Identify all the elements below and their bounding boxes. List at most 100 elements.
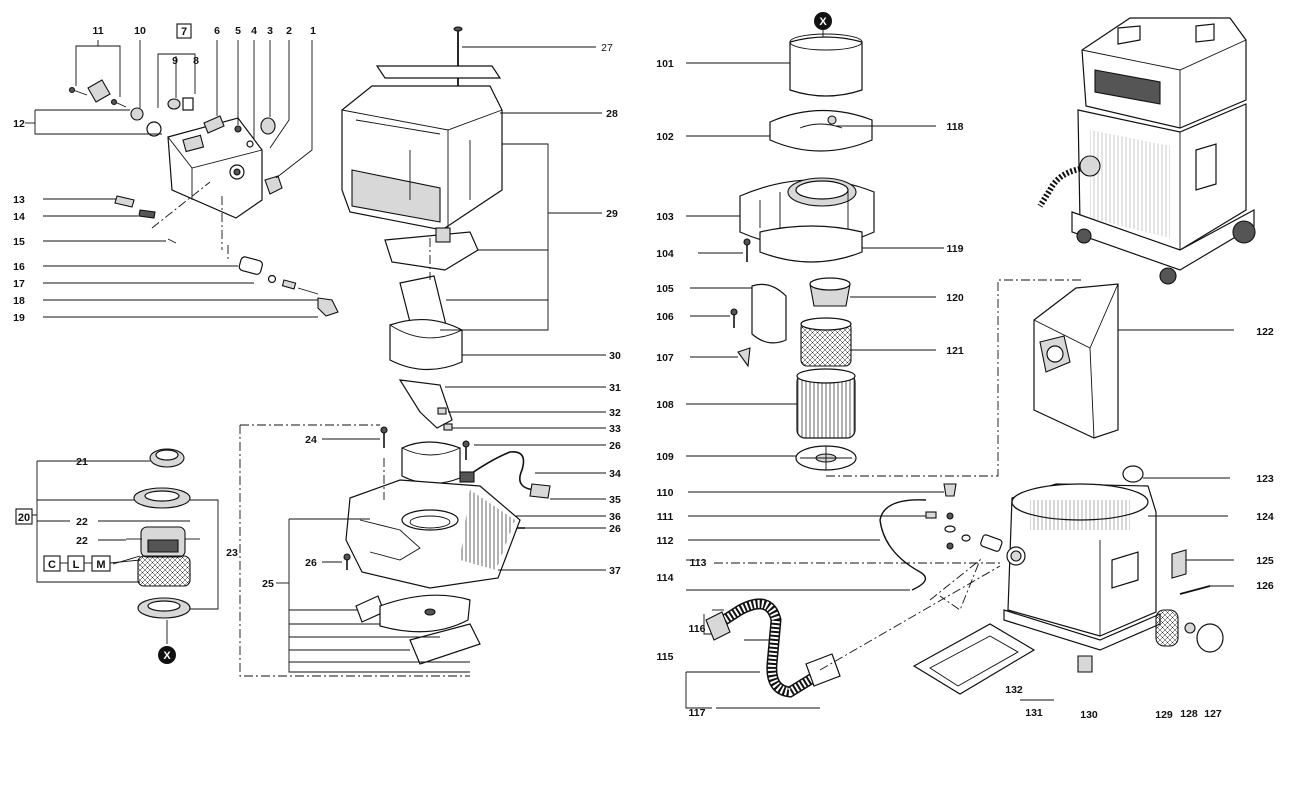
- callout: 106: [656, 311, 674, 323]
- cable-gland: [264, 175, 283, 195]
- callout: 111: [657, 511, 674, 523]
- filter-group: [686, 33, 1084, 477]
- terminal-block: [203, 115, 225, 134]
- cover-plate: [87, 79, 111, 103]
- callout: 9: [172, 55, 178, 67]
- callout: 26: [305, 557, 317, 569]
- callout: 32: [609, 407, 621, 419]
- callout: 22: [76, 535, 88, 547]
- callout: 21: [76, 456, 88, 468]
- callout: 107: [656, 352, 674, 364]
- filter-bracket: [751, 283, 787, 344]
- callout: 5: [235, 25, 241, 37]
- vacuum-head: [1081, 17, 1247, 129]
- knob-part: [130, 107, 144, 121]
- callout: 116: [689, 623, 706, 635]
- callout: 14: [13, 211, 25, 223]
- filter-bag-group: [1033, 283, 1234, 439]
- callout: 104: [656, 248, 674, 260]
- marker-bottom-left: X: [158, 646, 176, 664]
- top-ring: [789, 36, 863, 97]
- svg-text:7: 7: [181, 26, 187, 38]
- ring-part: [146, 121, 162, 137]
- callout: 110: [657, 487, 674, 499]
- callout: 114: [657, 572, 674, 584]
- switch-cap: [182, 97, 194, 111]
- callout: 34: [609, 468, 621, 480]
- power-plug: [529, 483, 551, 499]
- callout: 119: [947, 243, 964, 255]
- connector-plug: [317, 297, 339, 317]
- callout: 16: [13, 261, 25, 273]
- wheel-front: [1159, 267, 1177, 285]
- callout: 26: [609, 440, 621, 452]
- hose-sleeve: [238, 256, 263, 275]
- callout: 33: [609, 423, 621, 435]
- callout: 109: [656, 451, 674, 463]
- cover-plate-102: [769, 109, 873, 152]
- motor-collar: [401, 441, 461, 485]
- callout: 10: [134, 25, 146, 37]
- callout: 124: [1256, 511, 1274, 523]
- switch-button: [167, 98, 181, 110]
- seal-ring-119: [759, 225, 863, 263]
- callout: 8: [193, 55, 199, 67]
- motor-head-group: [239, 26, 606, 677]
- wheel-rear: [1232, 220, 1256, 244]
- callout: 131: [1025, 707, 1043, 719]
- svg-text:20: 20: [18, 512, 30, 524]
- hose-connector: [805, 653, 841, 687]
- callout: 25: [262, 578, 274, 590]
- handle-bar: [375, 65, 502, 79]
- callout: 22: [76, 516, 88, 528]
- motor-group: [16, 448, 219, 644]
- callout: 127: [1204, 708, 1222, 720]
- cable-clamp: [459, 471, 475, 483]
- callout: 1: [310, 25, 316, 37]
- fuse: [138, 209, 156, 219]
- callout-labels: 1 2 3 4 5 6 8 9 10 11 12 13 14 15 16 17 …: [13, 25, 1274, 721]
- callout: 12: [13, 118, 25, 130]
- hose-cuff: [705, 611, 731, 641]
- callout: 108: [656, 399, 674, 411]
- callout: 24: [305, 434, 317, 446]
- filter-bag: [1033, 283, 1119, 439]
- mount-plate: [409, 623, 481, 665]
- callout: 123: [1256, 473, 1274, 485]
- callout: 37: [609, 565, 621, 577]
- seal-disc: [1122, 465, 1144, 483]
- callout: 17: [13, 278, 25, 290]
- caster: [1077, 655, 1093, 673]
- callout: 18: [13, 295, 25, 307]
- callout: 125: [1256, 555, 1274, 567]
- callout: 2: [286, 25, 292, 37]
- callout: 129: [1155, 709, 1173, 721]
- switch-housing: [167, 117, 263, 219]
- callout: 112: [657, 535, 674, 547]
- callout: 117: [689, 707, 706, 719]
- group-box-20: 20: [15, 508, 33, 525]
- callout: 113: [690, 557, 707, 569]
- callout: 102: [656, 131, 674, 143]
- fuse-holder: [114, 195, 135, 208]
- callout: 115: [657, 651, 674, 663]
- callout: 6: [214, 25, 220, 37]
- svg-text:C: C: [48, 559, 56, 571]
- callout: 103: [656, 211, 674, 223]
- callout: 31: [609, 382, 621, 394]
- callout: 120: [946, 292, 964, 304]
- container-group: [685, 465, 1234, 709]
- svg-text:M: M: [96, 559, 105, 571]
- callout: 19: [13, 312, 25, 324]
- callout: 26: [609, 523, 621, 535]
- callout: 15: [13, 236, 25, 248]
- callout: 11: [92, 25, 103, 37]
- rear-wheel: [1155, 609, 1179, 647]
- callout: 3: [267, 25, 273, 37]
- callout: 35: [609, 494, 621, 506]
- callout: 118: [947, 121, 964, 133]
- variant-boxes: C L M: [43, 555, 141, 572]
- callout: 29: [606, 208, 618, 220]
- exhaust-duct: [398, 379, 453, 429]
- callout: 28: [606, 108, 618, 120]
